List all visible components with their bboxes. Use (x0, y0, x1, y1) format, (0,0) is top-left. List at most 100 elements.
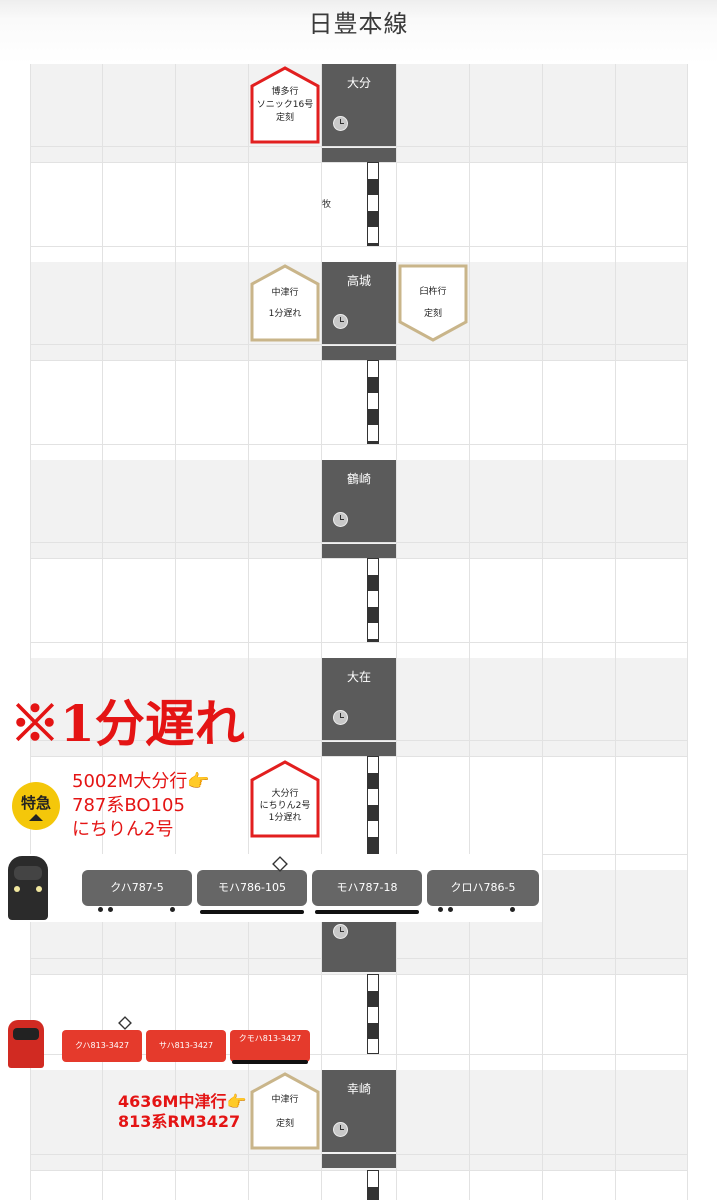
train-car: サハ813-3427 (146, 1030, 226, 1062)
station-platform (322, 148, 396, 162)
train2-line: 813系RM3427 (118, 1112, 241, 1131)
train-front-813 (8, 1020, 44, 1068)
grid-line (687, 64, 688, 1200)
station-name: 高城 (346, 274, 371, 288)
train-destination: 博多行 (271, 87, 299, 97)
train-position-board: 大分 高城 鶴崎 大在 幸崎 牧 博多行 ソニック16号 定刻 中津行 1分遅れ (0, 64, 717, 1200)
station-block[interactable]: 大在 (322, 658, 396, 740)
limited-express-label: 特急 (20, 794, 51, 812)
grid-line (615, 64, 616, 1200)
wheel-icon (438, 907, 443, 912)
train-status: 定刻 (275, 113, 294, 123)
track-segment (367, 162, 379, 246)
delay-note: ※1分遅れ (10, 694, 245, 753)
grid-line (30, 1054, 687, 1055)
clock-icon (333, 116, 348, 131)
train-front-787 (8, 856, 48, 920)
wheel-icon (170, 907, 175, 912)
pantograph-icon (118, 1016, 132, 1030)
station-platform (322, 346, 396, 360)
train-badge[interactable]: 臼杵行 定刻 (398, 264, 468, 344)
wheel-icon (98, 907, 103, 912)
limited-express-badge: 特急 (12, 782, 60, 830)
grid-line (30, 756, 687, 757)
grid-line (542, 64, 543, 1200)
motor-car-indicator (200, 910, 304, 914)
station-platform (322, 544, 396, 558)
train-status: 1分遅れ (268, 813, 302, 823)
page-title: 日豊本線 (308, 10, 409, 38)
station-name: 幸崎 (346, 1082, 371, 1096)
grid-line (30, 542, 687, 543)
grid-line (30, 344, 687, 345)
train-car: クハ813-3427 (62, 1030, 142, 1062)
wheel-icon (448, 907, 453, 912)
station-name: 鶴崎 (346, 472, 371, 486)
train1-line: にちりん2号 (72, 819, 174, 840)
app-header: 日豊本線 (0, 0, 717, 64)
train-destination: 臼杵行 (419, 287, 447, 297)
up-arrow-icon (29, 814, 43, 821)
wheel-icon (510, 907, 515, 912)
train-badge[interactable]: 博多行 ソニック16号 定刻 (250, 66, 320, 146)
track-segment (367, 558, 379, 642)
train-badge[interactable]: 大分行 にちりん2号 1分遅れ (250, 760, 320, 840)
grid-line (30, 642, 687, 643)
station-block[interactable]: 幸崎 (322, 1070, 396, 1152)
clock-icon (333, 1122, 348, 1137)
train-car: クハ787-5 (82, 870, 192, 906)
grid-line (30, 740, 687, 741)
headlight-icon (14, 886, 20, 892)
grid-line (102, 64, 103, 1200)
grid-line (30, 246, 687, 247)
clock-icon (333, 512, 348, 527)
grid-line (321, 64, 322, 1200)
pointing-hand-icon: 👉 (226, 1092, 247, 1111)
train2-info: 4636M中津行👉 813系RM3427 (118, 1092, 246, 1132)
train1-line: 5002M大分行 (72, 771, 188, 792)
grid-line (396, 64, 397, 1200)
station-platform (322, 956, 396, 972)
headlight-icon (36, 886, 42, 892)
grid-line (30, 146, 687, 147)
clock-icon (333, 710, 348, 725)
train-car: クモハ813-3427 (230, 1030, 310, 1062)
train-destination: 中津行 (271, 288, 299, 298)
station-block[interactable]: 鶴崎 (322, 460, 396, 542)
train-car: モハ786-105 (197, 870, 307, 906)
grid-line (30, 1170, 687, 1171)
grid-line (248, 64, 249, 1200)
grid-line (30, 444, 687, 445)
train-name: ソニック16号 (256, 100, 314, 110)
station-name: 大在 (346, 670, 371, 684)
train-car: クロハ786-5 (427, 870, 539, 906)
train-name: にちりん2号 (259, 801, 311, 811)
train-status: 定刻 (275, 1119, 294, 1129)
station-block[interactable]: 大分 (322, 64, 396, 146)
train-badge[interactable]: 中津行 定刻 (250, 1072, 320, 1152)
clock-icon (333, 924, 348, 939)
train-destination: 大分行 (271, 789, 299, 799)
track-segment (367, 360, 379, 444)
windshield-icon (13, 1028, 39, 1040)
train-badge[interactable]: 中津行 1分遅れ (250, 264, 320, 344)
motor-car-indicator (232, 1060, 308, 1064)
grid-line (469, 64, 470, 1200)
motor-car-indicator (315, 910, 419, 914)
wheel-icon (108, 907, 113, 912)
station-block[interactable]: 高城 (322, 262, 396, 344)
windshield-icon (14, 866, 42, 880)
between-station-label: 牧 (322, 200, 332, 210)
train2-line: 4636M中津行 (118, 1092, 227, 1111)
grid-line (30, 162, 687, 163)
station-platform (322, 742, 396, 756)
pointing-hand-icon: 👉 (187, 771, 210, 792)
train1-line: 787系BO105 (72, 795, 185, 816)
train-status: 1分遅れ (268, 309, 302, 319)
grid-line (30, 64, 31, 1200)
train-car: モハ787-18 (312, 870, 422, 906)
grid-line (30, 974, 687, 975)
grid-line (30, 360, 687, 361)
train-destination: 中津行 (271, 1095, 299, 1105)
grid-line (30, 558, 687, 559)
